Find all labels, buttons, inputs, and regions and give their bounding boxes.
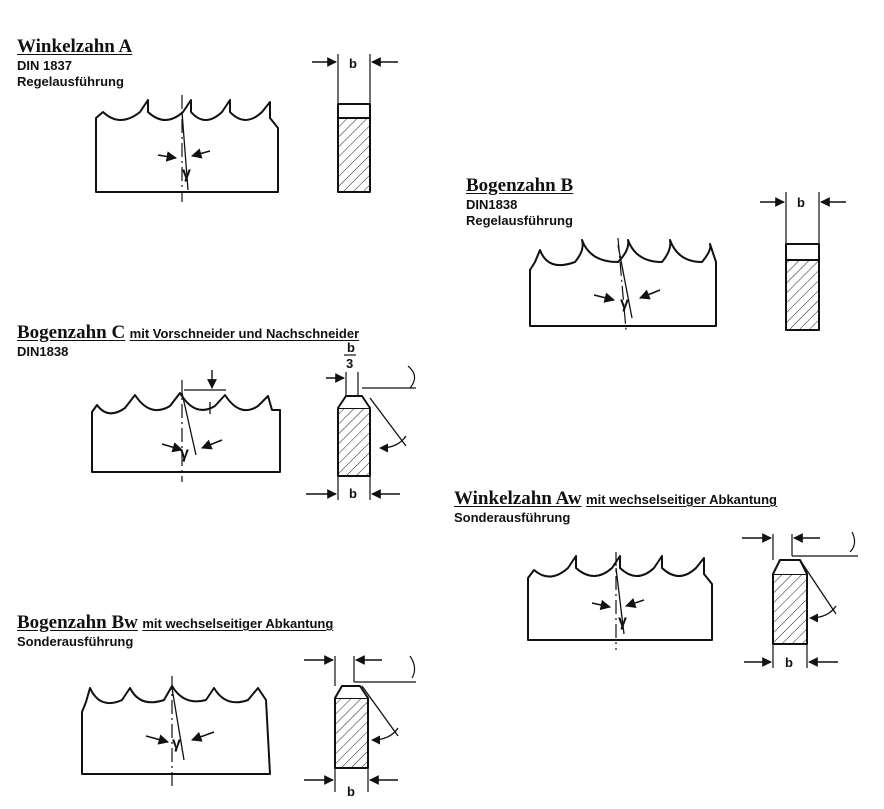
gamma-label-a: γ (182, 165, 191, 182)
gamma-label-bw: γ (172, 735, 181, 752)
fraction-numerator-c: b (347, 340, 355, 355)
gamma-label-c: γ (180, 445, 189, 462)
section-aw-subtitle: mit wechselseitiger Abkantung (586, 492, 777, 507)
section-b-title: Bogenzahn B (466, 175, 574, 196)
section-b-variant: Regelausführung (466, 213, 573, 228)
width-label-b: b (797, 195, 805, 210)
gamma-label-aw: γ (618, 613, 627, 630)
blade-profile-aw (527, 552, 713, 650)
section-aw-heading: Winkelzahn Aw mit wechselseitiger Abkant… (454, 488, 777, 526)
section-a-din: DIN 1837 (17, 58, 72, 73)
cross-section-c (306, 365, 416, 500)
section-a-title: Winkelzahn A (17, 36, 133, 57)
cross-section-b (760, 192, 846, 331)
section-a-variant: Regelausführung (17, 74, 124, 89)
section-bw-heading: Bogenzahn Bw mit wechselseitiger Abkantu… (17, 612, 333, 650)
width-label-c: b (349, 486, 357, 501)
blade-profile-b (529, 237, 717, 331)
cross-section-bw (304, 655, 416, 792)
section-a-heading: Winkelzahn A DIN 1837 Regelausführung (17, 36, 132, 90)
width-label-bw: b (347, 784, 355, 799)
section-aw-title: Winkelzahn Aw (454, 488, 582, 509)
cross-section-aw (742, 531, 858, 668)
blade-profile-a (95, 95, 279, 202)
section-bw-variant: Sonderausführung (17, 634, 134, 649)
fraction-denominator-c: 3 (346, 356, 353, 371)
section-b-heading: Bogenzahn B DIN1838 Regelausführung (466, 175, 573, 229)
section-c-din: DIN1838 (17, 344, 69, 359)
section-bw-subtitle: mit wechselseitiger Abkantung (142, 616, 334, 631)
cross-section-a (312, 54, 398, 193)
blade-profile-bw (81, 676, 271, 786)
section-c-subtitle: mit Vorschneider und Nachschneider (129, 326, 360, 341)
width-label-aw: b (785, 655, 793, 670)
section-bw-title: Bogenzahn Bw (17, 612, 138, 633)
section-aw-variant: Sonderausführung (454, 510, 571, 525)
section-b-din: DIN1838 (466, 197, 518, 212)
section-c-title: Bogenzahn C (17, 322, 126, 343)
section-c-heading: Bogenzahn C mit Vorschneider und Nachsch… (17, 322, 359, 360)
blade-profile-c (91, 370, 281, 482)
width-label-a: b (349, 56, 357, 71)
gamma-label-b: γ (620, 295, 629, 312)
